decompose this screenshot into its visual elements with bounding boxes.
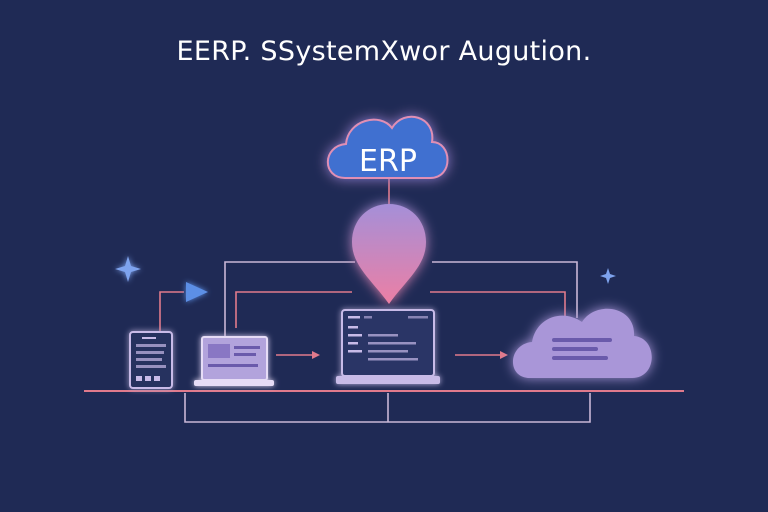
erp-hub-label: ERP — [359, 144, 417, 179]
laptop-icon — [194, 336, 274, 386]
sparkle-icon — [600, 268, 616, 284]
connector-left-outer — [224, 261, 355, 342]
connector-right-outer — [432, 261, 578, 318]
connector-lines — [84, 177, 684, 423]
cloud-icon — [512, 308, 652, 378]
flow-arrows — [276, 351, 508, 359]
location-pin-icon — [352, 204, 426, 304]
arrow-monitor-to-cloud-icon — [455, 351, 508, 359]
sparkle-icon — [115, 256, 141, 282]
arrow-laptop-to-monitor-icon — [276, 351, 320, 359]
diagram-title: EERP. SSystemXwor Augution. — [176, 36, 592, 67]
connector-right-inner — [430, 291, 566, 322]
connector-tablet-to-arrow — [159, 291, 184, 336]
monitor-icon — [336, 309, 440, 384]
tablet-icon — [129, 331, 173, 389]
connector-left-inner — [235, 291, 352, 328]
play-arrow-icon — [186, 282, 208, 302]
erp-cloud-icon — [327, 115, 449, 179]
